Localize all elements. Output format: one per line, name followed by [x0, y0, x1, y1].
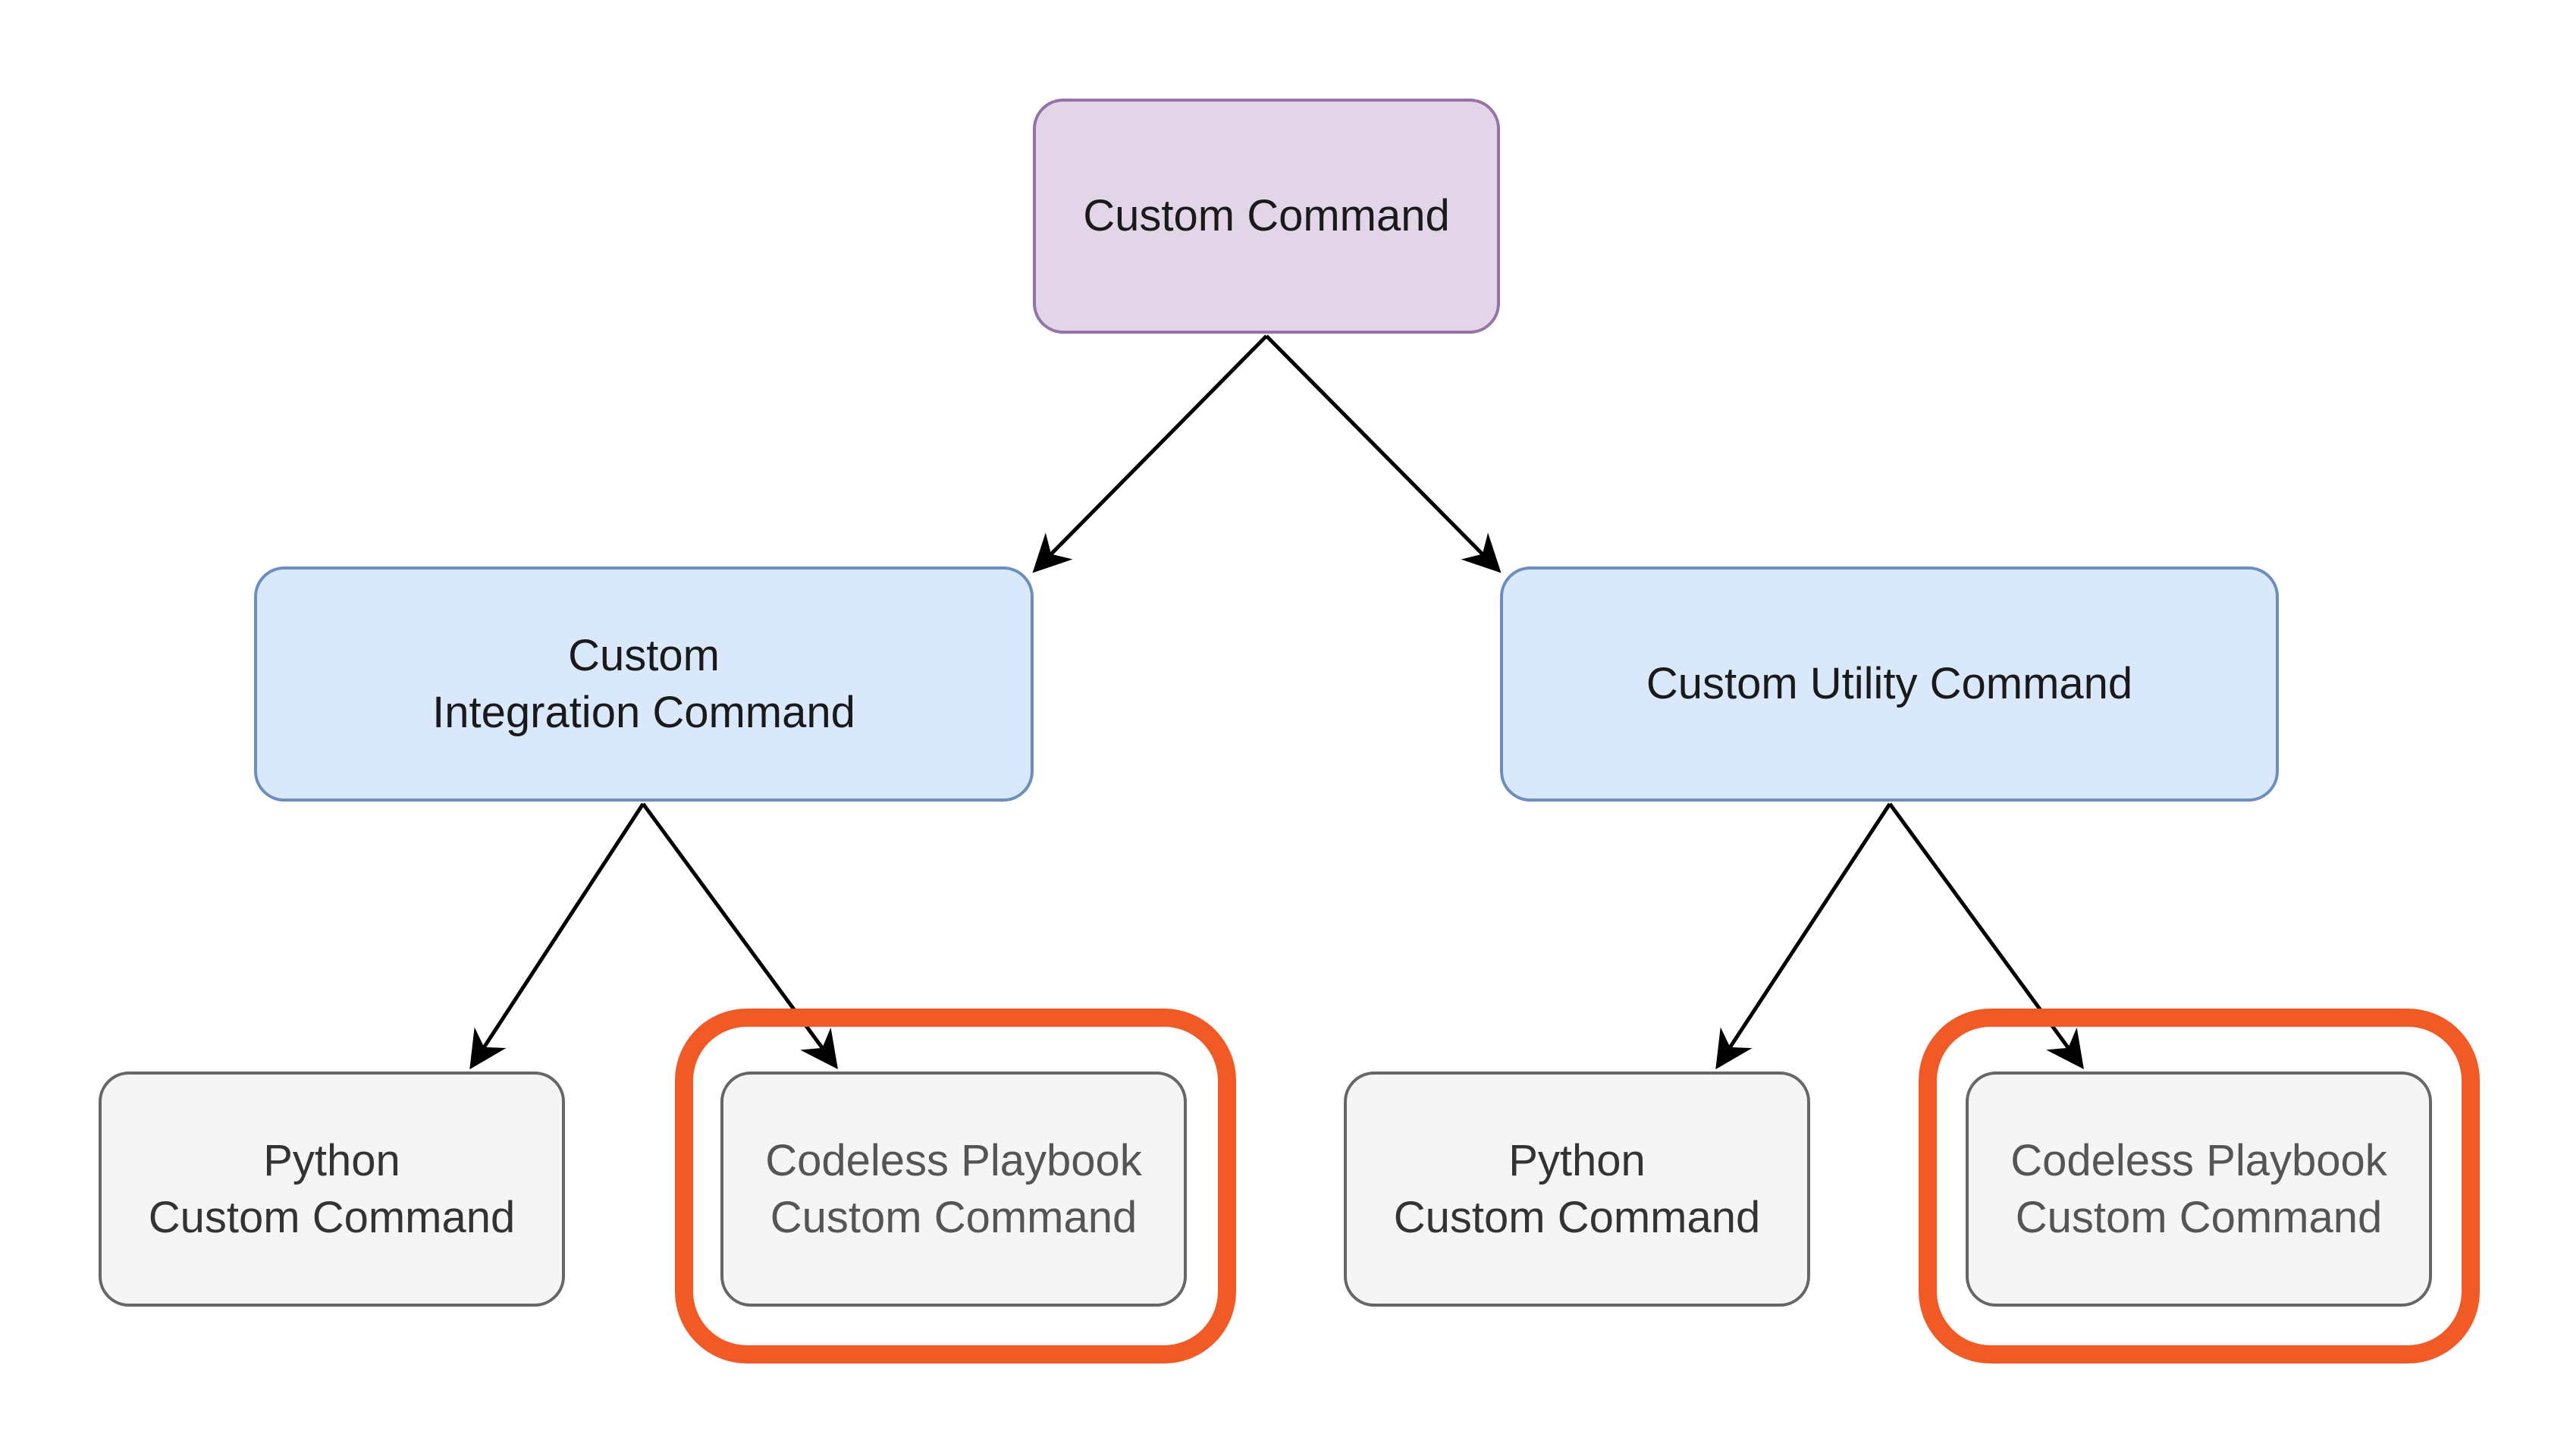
highlight-ring-integration-codeless — [675, 1009, 1236, 1363]
node-label: Codeless Playbook Custom Command — [765, 1135, 1142, 1242]
node-custom-integration-command[interactable]: Custom Integration Command — [254, 566, 1034, 802]
node-label: Python Custom Command — [1393, 1135, 1761, 1242]
node-integration-codeless-playbook-custom-command[interactable]: Codeless Playbook Custom Command — [720, 1072, 1187, 1307]
node-utility-python-custom-command[interactable]: Python Custom Command — [1344, 1072, 1810, 1307]
node-label: Python Custom Command — [148, 1135, 516, 1242]
node-label: Custom Command — [1083, 191, 1450, 241]
node-label: Custom Utility Command — [1646, 659, 2133, 709]
edge-root-to-utility — [1265, 334, 1502, 573]
edge-integration-to-python — [469, 802, 645, 1070]
edge-utility-to-python — [1715, 802, 1892, 1070]
node-custom-utility-command[interactable]: Custom Utility Command — [1500, 566, 2279, 802]
node-custom-command[interactable]: Custom Command — [1033, 99, 1500, 334]
highlight-ring-utility-codeless — [1919, 1009, 2480, 1363]
edge-root-to-integration — [1032, 334, 1268, 573]
node-integration-python-custom-command[interactable]: Python Custom Command — [99, 1072, 565, 1307]
node-utility-codeless-playbook-custom-command[interactable]: Codeless Playbook Custom Command — [1966, 1072, 2432, 1307]
node-label: Codeless Playbook Custom Command — [2010, 1135, 2387, 1242]
node-label: Custom Integration Command — [432, 630, 855, 737]
